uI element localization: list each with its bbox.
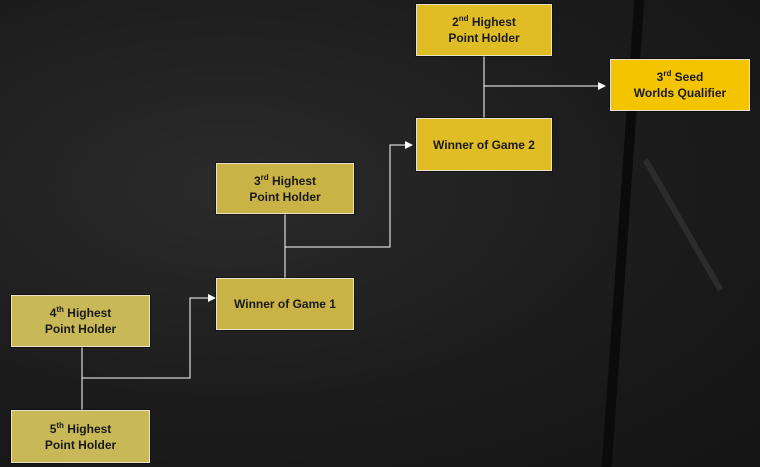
connector-to-game1 xyxy=(82,297,208,379)
seed-4-line2: Point Holder xyxy=(44,322,117,336)
worlds-suffix: rd xyxy=(663,69,672,78)
seed-4-suffix: th xyxy=(56,305,64,314)
seed-5-suffix: th xyxy=(56,420,64,430)
game-2-winner-box: Winner of Game 2 xyxy=(416,118,552,171)
seed-3-line1: Highest xyxy=(272,173,317,188)
game-2-label: Winner of Game 2 xyxy=(433,137,535,152)
seed-3-box: 3rd Highest Point Holder xyxy=(216,163,354,214)
seed-5-rank: 5 xyxy=(49,421,57,436)
seed-2-rank: 2 xyxy=(452,15,459,29)
seed-2-line1: Highest xyxy=(471,15,516,29)
game-1-winner-box: Winner of Game 1 xyxy=(216,278,354,330)
worlds-line1: Seed xyxy=(674,70,704,84)
worlds-rank: 3 xyxy=(656,70,664,84)
seed-3-suffix: rd xyxy=(260,172,269,182)
seed-4-rank: 4 xyxy=(49,306,57,320)
arrowhead-worlds xyxy=(598,82,606,90)
game-1-label: Winner of Game 1 xyxy=(234,297,336,311)
worlds-line2: Worlds Qualifier xyxy=(633,86,727,100)
seed-5-line1: Highest xyxy=(67,421,112,436)
seed-5-box: 5th Highest Point Holder xyxy=(11,410,150,463)
seed-2-line2: Point Holder xyxy=(448,31,520,45)
seed-3-rank: 3 xyxy=(253,173,261,188)
seed-4-line1: Highest xyxy=(67,306,112,320)
arrowhead-game2 xyxy=(405,141,413,149)
seed-3-line2: Point Holder xyxy=(249,189,321,204)
seed-4-box: 4th Highest Point Holder xyxy=(11,295,150,347)
worlds-qualifier-box: 3rd Seed Worlds Qualifier xyxy=(610,59,750,111)
seed-5-line2: Point Holder xyxy=(44,437,117,452)
connector-to-game2 xyxy=(285,144,405,248)
seed-2-box: 2nd Highest Point Holder xyxy=(416,4,552,56)
arrowhead-game1 xyxy=(208,294,216,302)
seed-2-suffix: nd xyxy=(458,14,469,23)
